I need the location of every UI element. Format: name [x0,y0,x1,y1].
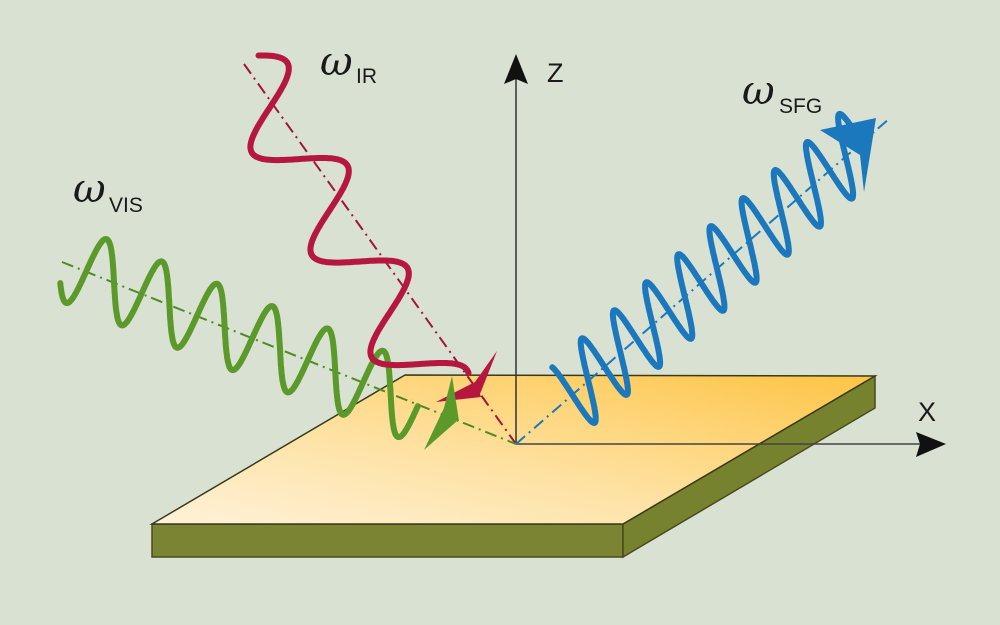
ir-omega: ω [320,39,353,85]
surface-slab [149,374,878,559]
vis-omega: ω [73,166,106,212]
slab-top-face [149,374,878,525]
sfg-arrowhead-icon [820,118,876,192]
z-axis-label: Z [547,58,564,88]
slab-front-face [151,523,624,558]
ir-polarization-arrow-icon [436,351,497,402]
x-axis-label: X [918,397,936,427]
z-axis: Z [504,54,564,444]
vis-polarization-arrow-icon [424,376,459,450]
sfg-subscript: SFG [779,95,822,118]
z-axis-arrowhead-icon [504,54,528,84]
vis-label: ω VIS [73,166,143,217]
vis-beam-axis [61,261,517,445]
vis-wave [57,236,421,441]
ir-label: ω IR [320,39,377,88]
sfg-label: ω SFG [742,68,822,118]
ir-subscript: IR [356,65,377,88]
sfg-omega: ω [742,68,775,114]
vis-subscript: VIS [109,194,143,217]
x-axis-arrowhead-icon [916,432,946,457]
sfg-wave [549,110,866,426]
ir-wave [247,52,472,376]
x-axis: X [516,397,946,457]
ir-beam-axis [243,63,517,445]
